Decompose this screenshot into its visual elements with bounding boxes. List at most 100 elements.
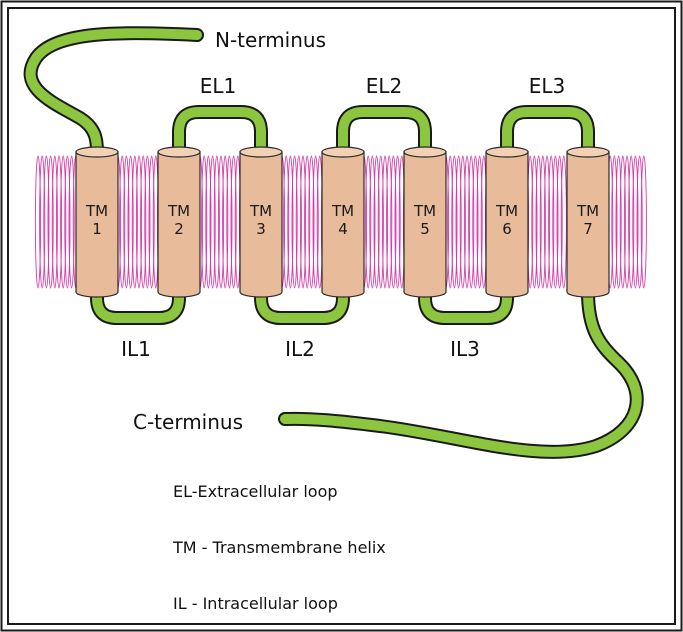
coil-turn xyxy=(291,155,298,289)
coil-turn xyxy=(455,155,462,289)
el1-label: EL1 xyxy=(200,74,237,98)
tm-helix-cap xyxy=(75,146,119,158)
coil-turn xyxy=(213,155,220,289)
tm-helix-body xyxy=(403,151,447,298)
coil-turn xyxy=(205,155,212,289)
coil-turn xyxy=(390,155,397,289)
coil-turn xyxy=(476,155,483,289)
el2-label: EL2 xyxy=(366,74,403,98)
coil-turn xyxy=(295,155,302,289)
legend-il: IL - Intracellular loop xyxy=(173,594,338,613)
coil-turn xyxy=(623,155,631,289)
legend-el: EL-Extracellular loop xyxy=(173,482,338,501)
coil-turn xyxy=(123,155,130,289)
coil-turn xyxy=(287,155,294,289)
tm-label-line2: 6 xyxy=(502,220,512,238)
c-terminus-label: C-terminus xyxy=(133,410,243,434)
coil-turn xyxy=(222,155,229,289)
coil-turn xyxy=(230,155,237,289)
tm-helix-cap xyxy=(239,146,283,158)
coil-turn xyxy=(381,155,389,289)
coil-turn xyxy=(34,155,42,289)
tm-helix-cap xyxy=(157,146,201,158)
coil-turn xyxy=(308,155,315,289)
coil-turn xyxy=(373,155,380,289)
coil-turn xyxy=(304,155,311,289)
coil-turn xyxy=(539,155,546,289)
coil-turn xyxy=(226,155,233,289)
tm-label-line1: TM xyxy=(85,202,108,220)
tm-helix-cap xyxy=(485,146,529,158)
coil-turn xyxy=(39,155,46,289)
coil-turn xyxy=(144,155,151,289)
tm-helix-1: TM1 xyxy=(75,146,119,298)
coil-turn xyxy=(632,155,639,289)
inner-frame xyxy=(7,7,676,625)
tm-label-line1: TM xyxy=(331,202,354,220)
tm-label-line2: 3 xyxy=(256,220,266,238)
coil-turn xyxy=(55,155,63,289)
coil-turn xyxy=(60,155,67,289)
coil-turn xyxy=(636,155,643,289)
tm-helix-5: TM5 xyxy=(403,146,447,298)
tm-helix-body xyxy=(239,151,283,298)
tm-helix-cap xyxy=(566,146,610,158)
coil-turn xyxy=(127,155,134,289)
tm-label-line1: TM xyxy=(495,202,518,220)
coil-turn xyxy=(135,155,143,289)
tm-helix-cap xyxy=(321,146,365,158)
coil-turn xyxy=(543,155,551,289)
coil-turn xyxy=(447,155,454,289)
coil-turn xyxy=(47,155,54,289)
tm-label-line1: TM xyxy=(413,202,436,220)
tm-label-line2: 2 xyxy=(174,220,184,238)
legend-tm: TM - Transmembrane helix xyxy=(172,538,386,557)
coil-turn xyxy=(463,155,471,289)
il1-label: IL1 xyxy=(121,337,151,361)
coil-turn xyxy=(640,155,647,289)
tm-label-line2: 1 xyxy=(92,220,102,238)
coil-turn xyxy=(394,155,401,289)
tm-helix-body xyxy=(485,151,529,298)
il2-label: IL2 xyxy=(285,337,315,361)
coil-turn xyxy=(556,155,563,289)
tm-helix-body xyxy=(157,151,201,298)
tm-label-line1: TM xyxy=(167,202,190,220)
tm-helix-4: TM4 xyxy=(321,146,365,298)
chain-fill xyxy=(25,28,642,457)
tm-label-line2: 5 xyxy=(420,220,430,238)
tm-label-line1: TM xyxy=(249,202,272,220)
coil-turn xyxy=(552,155,559,289)
il3-label: IL3 xyxy=(450,337,480,361)
tm-helix-cap xyxy=(403,146,447,158)
coil-turn xyxy=(386,155,393,289)
coil-turn xyxy=(377,155,384,289)
el3-label: EL3 xyxy=(529,74,566,98)
coil-turn xyxy=(535,155,542,289)
tm-label-line1: TM xyxy=(576,202,599,220)
coil-turn xyxy=(459,155,466,289)
coil-turn xyxy=(611,155,618,289)
coil-turn xyxy=(209,155,216,289)
tm-helix-2: TM2 xyxy=(157,146,201,298)
tm-label-line2: 4 xyxy=(338,220,348,238)
tm-helix-body xyxy=(75,151,119,298)
tm-helix-3: TM3 xyxy=(239,146,283,298)
coil-turn xyxy=(148,155,155,289)
tm-helix-7: TM7 xyxy=(566,146,610,298)
coil-turn xyxy=(365,155,372,289)
coil-turn xyxy=(548,155,555,289)
tm-label-line2: 7 xyxy=(583,220,593,238)
coil-turn xyxy=(299,155,307,289)
coil-turn xyxy=(312,155,319,289)
coil-turn xyxy=(283,155,290,289)
tm-helix-body xyxy=(321,151,365,298)
coil-turn xyxy=(628,155,635,289)
coil-turn xyxy=(451,155,458,289)
coil-turn xyxy=(468,155,475,289)
coil-turn xyxy=(615,155,622,289)
coil-turn xyxy=(119,155,126,289)
